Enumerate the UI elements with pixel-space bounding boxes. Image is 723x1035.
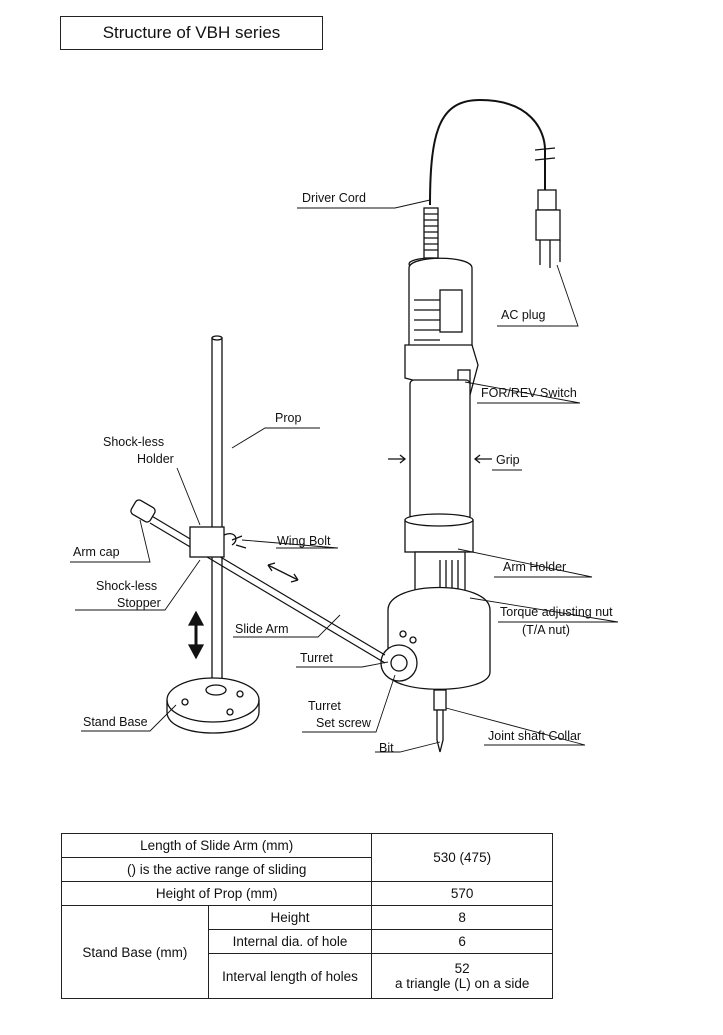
table-row: Length of Slide Arm (mm) 530 (475) <box>60 833 553 882</box>
table-cell: Length of Slide Arm (mm) <box>60 833 373 858</box>
stand-base <box>166 677 260 734</box>
ac-plug <box>535 189 561 268</box>
interval-value: 52 <box>454 961 470 976</box>
label-turret: Turret <box>300 651 333 665</box>
table-cell: Height <box>207 905 373 930</box>
grip <box>409 379 471 521</box>
structure-diagram: Driver Cord AC plug FOR/REV Switch Grip … <box>70 98 619 755</box>
arm-cap <box>130 499 156 523</box>
table-cell: () is the active range of sliding <box>60 857 373 882</box>
spec-table: Length of Slide Arm (mm) 530 (475) () is… <box>60 833 553 999</box>
label-wing-bolt: Wing Bolt <box>277 534 331 548</box>
table-cell: 52 a triangle (L) on a side <box>371 953 553 999</box>
label-bit: Bit <box>379 741 394 755</box>
slide-arrow-icon <box>267 564 299 581</box>
label-joint-shaft-collar: Joint shaft Collar <box>488 729 581 743</box>
label-shockless-holder-1: Shock-less <box>103 435 164 449</box>
table-cell: 530 (475) <box>371 833 553 882</box>
label-turret-set-screw-2: Set screw <box>316 716 372 730</box>
label-torque-nut: Torque adjusting nut <box>500 605 613 619</box>
slide-arm <box>149 514 386 664</box>
bit <box>436 709 444 753</box>
vertical-arrow-icon <box>187 610 205 660</box>
table-row: Stand Base (mm) Height 8 <box>61 905 553 999</box>
label-grip: Grip <box>496 453 520 467</box>
label-shockless-holder-2: Holder <box>137 452 174 466</box>
table-cell: 8 <box>371 905 553 930</box>
label-arm-holder: Arm Holder <box>503 560 566 574</box>
driver-cord <box>429 98 546 206</box>
label-stand-base: Stand Base <box>83 715 148 729</box>
interval-note: a triangle (L) on a side <box>395 976 530 991</box>
page-title: Structure of VBH series <box>60 16 323 50</box>
table-cell: Interval length of holes <box>207 953 373 999</box>
table-cell: 570 <box>371 881 553 906</box>
table-row: Height of Prop (mm) 570 <box>60 881 553 906</box>
label-slide-arm: Slide Arm <box>235 622 289 636</box>
label-driver-cord: Driver Cord <box>302 191 366 205</box>
label-torque-nut-abbr: (T/A nut) <box>522 623 570 637</box>
label-ac-plug: AC plug <box>501 308 546 322</box>
table-row: Internal dia. of hole 6 <box>62 929 553 954</box>
label-turret-set-screw-1: Turret <box>308 699 341 713</box>
label-shockless-stopper-2: Stopper <box>117 596 161 610</box>
table-row: Interval length of holes 52 a triangle (… <box>62 953 553 999</box>
label-shockless-stopper-1: Shock-less <box>96 579 157 593</box>
prop <box>211 337 223 689</box>
table-cell: Stand Base (mm) <box>61 905 209 999</box>
table-cell: Internal dia. of hole <box>207 929 373 954</box>
label-prop: Prop <box>275 411 301 425</box>
table-cell: 6 <box>371 929 553 954</box>
table-cell: Height of Prop (mm) <box>60 881 373 906</box>
label-arm-cap: Arm cap <box>73 545 120 559</box>
shockless-holder <box>189 526 225 558</box>
label-for-rev-switch: FOR/REV Switch <box>481 386 577 400</box>
